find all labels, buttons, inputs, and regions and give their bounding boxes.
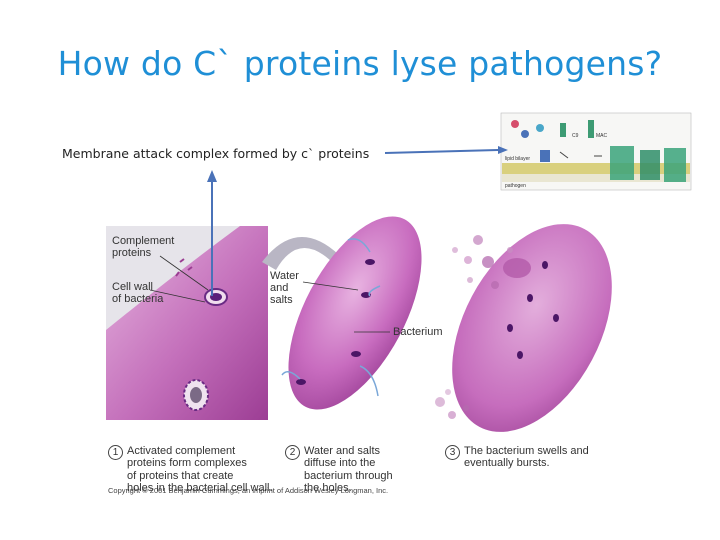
label-cell-wall: Cell wall of bacteria [112, 281, 164, 305]
mac-inset-diagram [500, 112, 692, 191]
panel-2-rod-bacterium [281, 216, 422, 410]
step-1-text: Activated complement proteins form compl… [127, 444, 273, 495]
step-2-text: Water and salts diffuse into the bacteri… [304, 444, 393, 495]
blue-arrows [207, 146, 508, 296]
transition-arrow [262, 237, 346, 270]
step-2-number: 2 [285, 444, 300, 460]
burst-debris-top [452, 235, 513, 289]
inset-label-pathogen: pathogen [505, 183, 526, 189]
inset-label-lipid-bilayer: lipid bilayer [505, 156, 531, 162]
burst-debris-bottom [435, 389, 469, 419]
figure-credit: Copyright © 2001 Benjamin Cummings, an i… [108, 486, 389, 495]
slide-caption: Membrane attack complex formed by c` pro… [62, 146, 370, 161]
step-3-text: The bacterium swells and eventually burs… [464, 444, 589, 470]
step-1-number: 1 [108, 444, 123, 460]
label-water-salts: Water and salts [270, 270, 299, 306]
inset-label-mac: MAC [596, 133, 608, 139]
inset-label-c9: C9 [572, 133, 579, 139]
step-3-number: 3 [445, 444, 460, 460]
label-bacterium: Bacterium [393, 326, 443, 338]
panel-3-bursting-bacterium [435, 224, 612, 432]
slide-title: How do C` proteins lyse pathogens? [57, 44, 663, 83]
label-complement-proteins: Complement proteins [112, 235, 175, 259]
